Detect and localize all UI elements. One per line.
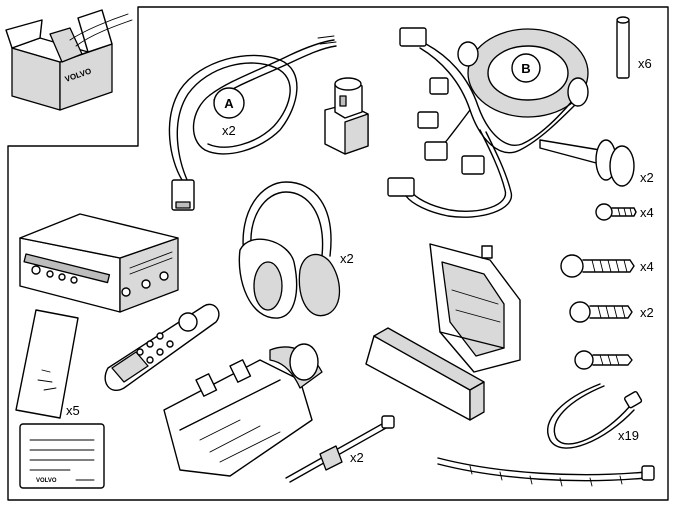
qty-screw-long: x2 <box>640 305 654 320</box>
cable-tie-small: x2 <box>285 415 395 483</box>
screw-small: x4 <box>595 203 654 221</box>
cable-harness-b: B <box>387 27 589 218</box>
screw-extra <box>574 350 633 370</box>
screw-medium: x4 <box>560 254 654 278</box>
callout-b: B <box>521 61 530 76</box>
relay-module <box>324 77 369 155</box>
cable-harness-a: A x2 <box>168 35 337 211</box>
qty-cable-tie: x19 <box>618 428 639 443</box>
cable-tie-loop: x19 <box>547 383 643 449</box>
card-brand-label: VOLVO <box>36 478 57 484</box>
push-clip: x2 <box>539 139 654 187</box>
qty-spacer: x6 <box>638 56 652 71</box>
qty-screw-small: x4 <box>640 205 654 220</box>
volvo-box-icon: VOLVO <box>5 9 133 111</box>
qty-headphones: x2 <box>340 251 354 266</box>
callout-a: A <box>224 96 234 111</box>
qty-manual: x5 <box>66 403 80 418</box>
qty-cable-tie-small: x2 <box>350 450 364 465</box>
screw-long: x2 <box>569 301 654 323</box>
bezel-trim <box>365 327 485 421</box>
dvd-player-unit <box>19 213 179 313</box>
cable-tie-long <box>437 457 655 487</box>
frame <box>7 6 669 501</box>
wireless-headphones: x2 <box>238 181 354 319</box>
info-card: VOLVO <box>19 423 105 489</box>
mounting-bracket <box>163 343 323 477</box>
qty-screw-medium: x4 <box>640 259 654 274</box>
manual-booklet: x5 <box>15 309 80 419</box>
remote-control <box>104 303 220 391</box>
bracket-frame <box>429 243 521 373</box>
qty-cable-a: x2 <box>222 123 236 138</box>
qty-clip: x2 <box>640 170 654 185</box>
spacer-tube: x6 <box>616 16 652 79</box>
